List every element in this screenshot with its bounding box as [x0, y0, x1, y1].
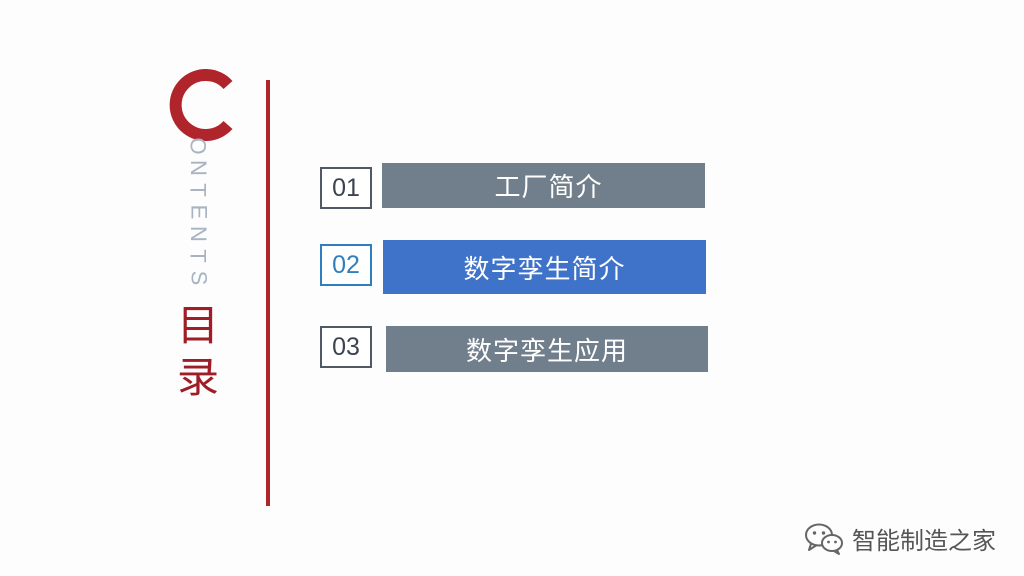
contents-vertical-letters: O N T E N T S: [180, 135, 216, 289]
contents-initial-c: [169, 69, 233, 141]
toc-label: 工厂简介: [494, 173, 603, 203]
title-char: 目: [176, 301, 219, 350]
toc-number: 02: [332, 250, 360, 279]
title-char: 录: [176, 353, 219, 402]
vertical-divider: [266, 80, 270, 506]
vertical-letter: N: [185, 160, 211, 176]
vertical-letter: T: [185, 183, 211, 197]
toc-number: 01: [332, 173, 360, 202]
watermark-text: 智能制造之家: [852, 527, 996, 555]
wechat-icon: [805, 523, 843, 555]
toc-label: 数字孪生应用: [465, 336, 628, 367]
vertical-letter: T: [185, 249, 211, 263]
toc-number-box: 01: [320, 167, 372, 209]
toc-number: 03: [332, 332, 360, 361]
vertical-letter: S: [186, 270, 211, 286]
toc-label: 数字孪生简介: [463, 254, 626, 285]
toc-number-box: 02: [320, 244, 372, 286]
toc-label-bar: 数字孪生应用: [386, 326, 708, 372]
toc-label-bar: 工厂简介: [382, 163, 705, 208]
vertical-letter: N: [185, 226, 211, 242]
toc-number-box: 03: [320, 326, 372, 368]
vertical-letter: O: [186, 137, 211, 155]
watermark: 智能制造之家: [804, 521, 996, 556]
page-title: 目 录: [170, 300, 226, 404]
toc-label-bar: 数字孪生简介: [383, 240, 706, 294]
vertical-letter: E: [186, 204, 211, 220]
